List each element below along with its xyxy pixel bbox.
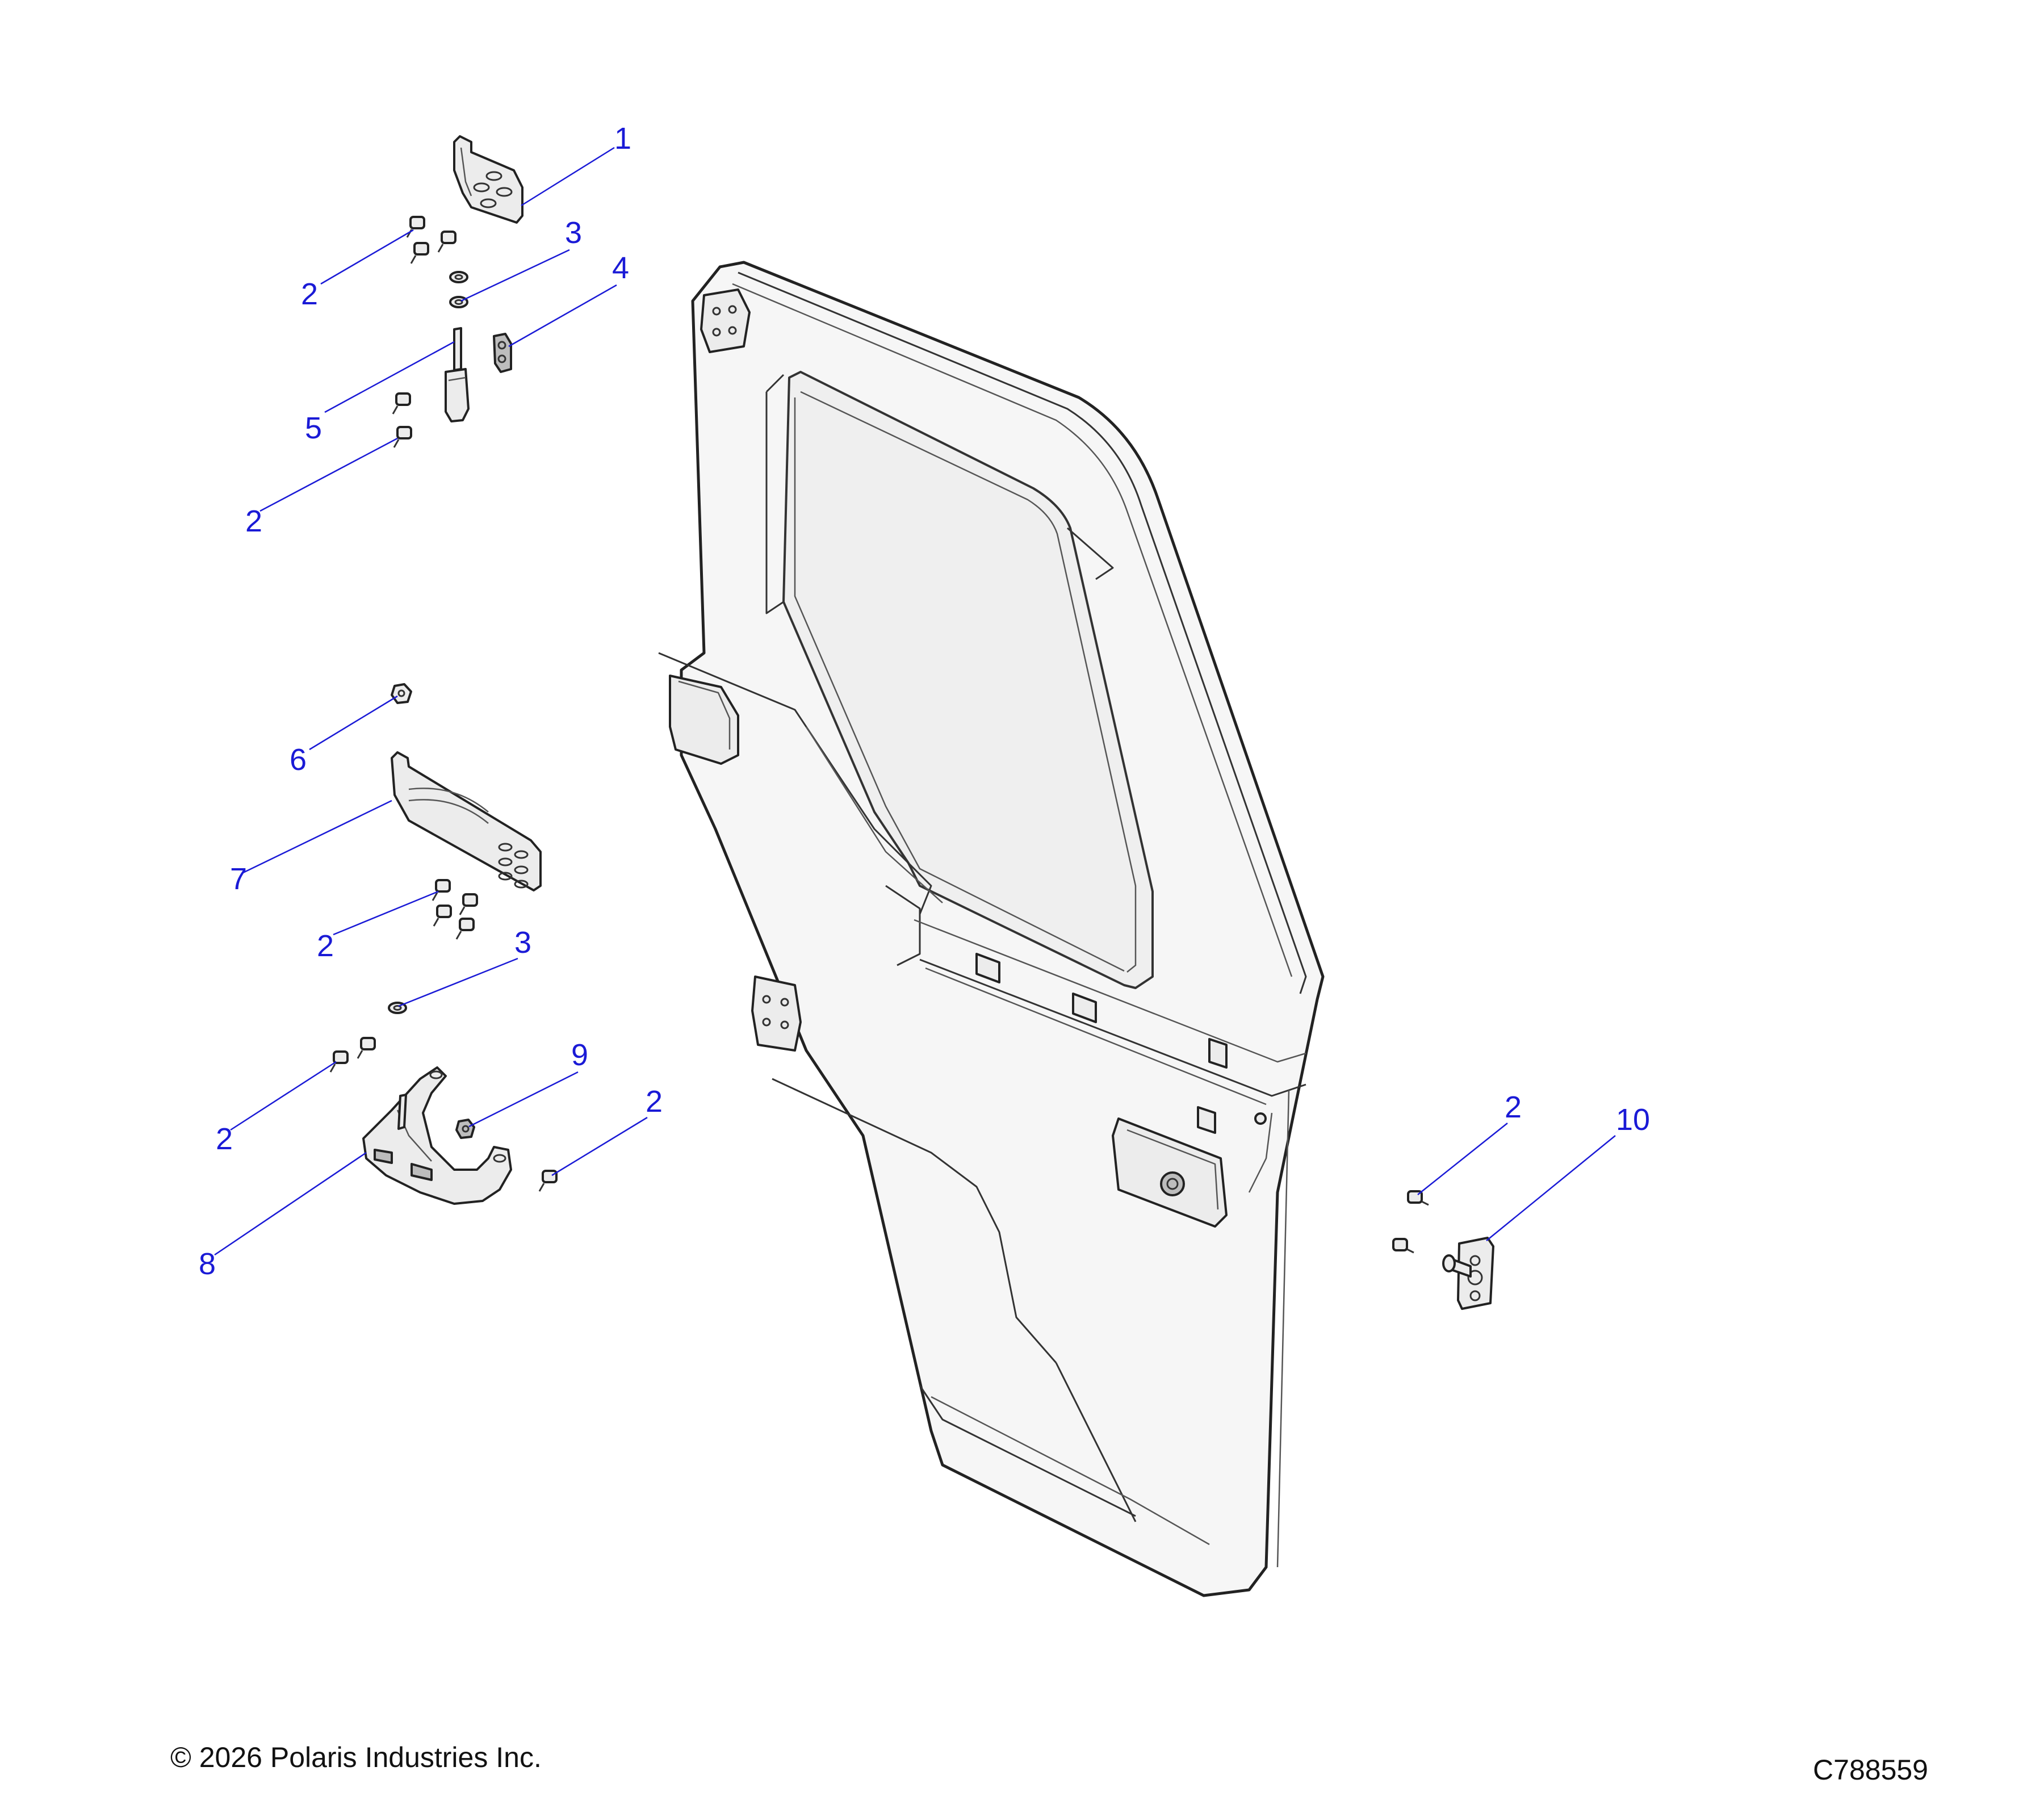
callout-9: 9 xyxy=(571,1038,588,1072)
callout-2-lower: 2 xyxy=(317,929,334,963)
screw-group-lower xyxy=(432,879,478,940)
leader-lines xyxy=(214,146,1616,1256)
callout-7: 7 xyxy=(230,862,247,896)
part-5-hinge-pin xyxy=(445,327,470,422)
part-1-upper-hinge-leaf xyxy=(453,135,523,224)
callout-10: 10 xyxy=(1616,1103,1650,1137)
door-window-glass xyxy=(782,371,1154,989)
callout-5: 5 xyxy=(305,411,322,445)
callout-2-right-of-bracket: 2 xyxy=(646,1085,663,1119)
callout-8: 8 xyxy=(199,1247,216,1281)
part-7-lower-hinge-leaf xyxy=(391,751,542,891)
callout-3-lower: 3 xyxy=(514,926,531,960)
part-6-nut xyxy=(391,683,412,704)
door-frame-edge xyxy=(738,271,1307,994)
callout-1: 1 xyxy=(614,122,631,156)
door-upper-hinge-mount xyxy=(700,288,751,353)
callout-6: 6 xyxy=(290,743,307,777)
callout-2-bottom: 2 xyxy=(216,1122,233,1156)
screw-group-mid xyxy=(392,392,412,448)
door-shell xyxy=(680,261,1325,1597)
door-inner-rail xyxy=(919,958,1306,1097)
part-9-nut xyxy=(455,1119,475,1139)
callout-2-far-right: 2 xyxy=(1505,1090,1522,1124)
door-lower-hinge-mount xyxy=(751,976,802,1052)
door-assembly xyxy=(658,261,1325,1597)
callout-3-top: 3 xyxy=(565,216,582,250)
screw-group-right xyxy=(1392,1190,1429,1254)
part-4-latch-plate xyxy=(493,333,512,373)
callout-labels: 1 2 3 4 5 2 6 7 2 3 9 2 2 8 2 10 xyxy=(199,122,1650,1281)
copyright-text: © 2026 Polaris Industries Inc. xyxy=(170,1741,542,1773)
callout-4: 4 xyxy=(612,251,629,285)
drawing-id: C788559 xyxy=(1813,1754,1928,1786)
screw-group-bottom xyxy=(329,1037,558,1192)
callout-2-mid: 2 xyxy=(245,504,262,538)
part-3-washers-top xyxy=(449,271,468,308)
callout-2-top: 2 xyxy=(301,277,318,311)
screw-group-top xyxy=(406,216,456,264)
part-10-striker-plate xyxy=(1442,1237,1494,1310)
part-8-strap-bracket xyxy=(362,1066,512,1205)
